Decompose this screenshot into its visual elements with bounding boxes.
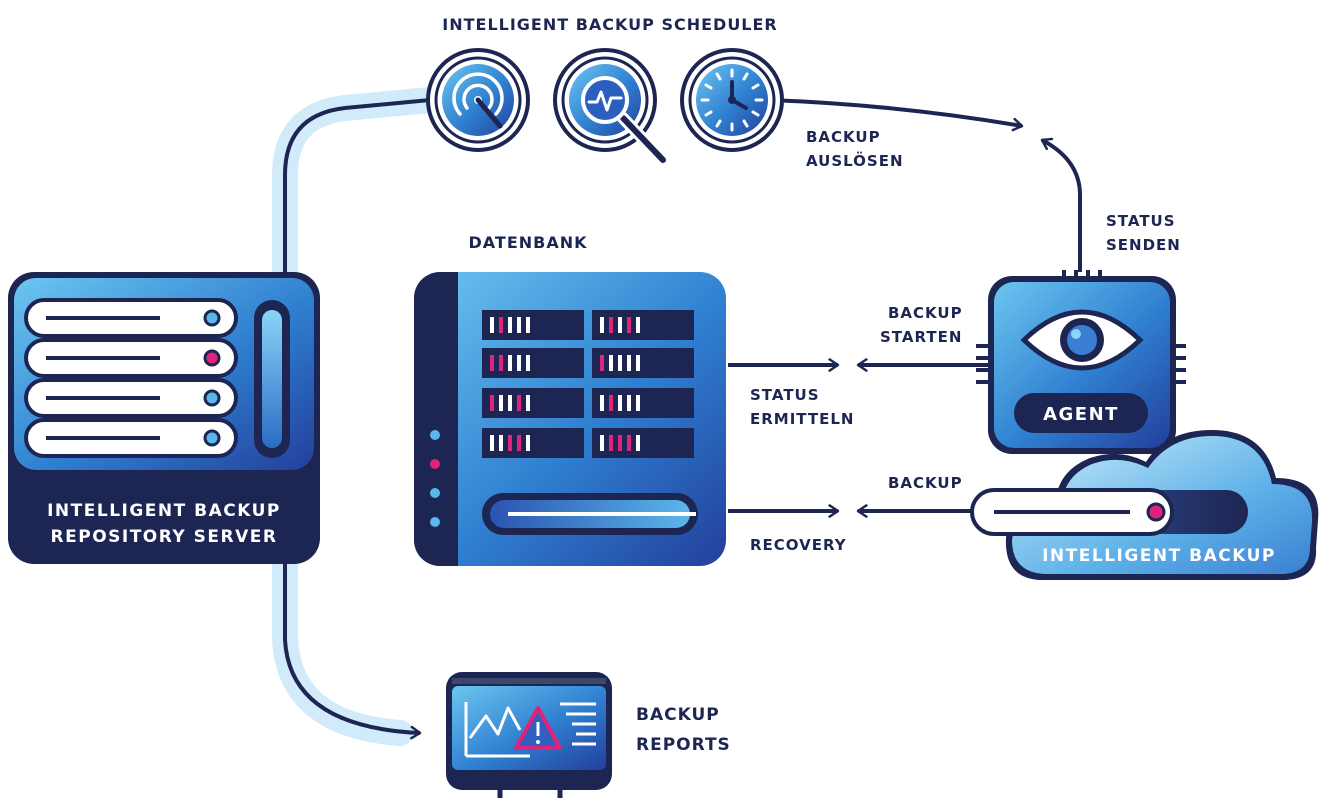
- rack-slot: [482, 388, 584, 418]
- server-label-line2: REPOSITORY SERVER: [51, 527, 278, 547]
- database-server: [414, 272, 726, 566]
- backup-ausloesen-label-2: AUSLÖSEN: [806, 151, 904, 170]
- backup-starten-label-2: STARTEN: [880, 328, 962, 346]
- rack-slot: [592, 428, 694, 458]
- status-senden-label-2: SENDEN: [1106, 236, 1181, 254]
- magnifier-icon: [553, 48, 669, 166]
- rack-slot: [592, 388, 694, 418]
- radar-icon: [426, 48, 530, 152]
- scheduler-trigger-line: [769, 98, 1024, 132]
- backup-reports-monitor: [446, 672, 612, 798]
- clock-icon: [680, 48, 784, 152]
- status-senden-label-1: STATUS: [1106, 212, 1176, 230]
- cloud-backup: INTELLIGENT BACKUP: [970, 430, 1319, 580]
- recovery-label: RECOVERY: [750, 536, 847, 554]
- status-senden-line: [1040, 137, 1082, 272]
- backup-label: BACKUP: [888, 474, 963, 492]
- reports-label-1: BACKUP: [636, 705, 720, 725]
- rack-slot: [482, 348, 584, 378]
- server-drive: [24, 338, 238, 378]
- warning-icon: [514, 706, 562, 750]
- repository-server: INTELLIGENT BACKUP REPOSITORY SERVER: [8, 272, 320, 564]
- eye-icon: [1020, 309, 1144, 371]
- server-connector: [272, 87, 443, 746]
- backup-starten-label-1: BACKUP: [888, 304, 963, 322]
- agent-device: AGENT: [976, 270, 1186, 454]
- scheduler-title: INTELLIGENT BACKUP SCHEDULER: [442, 15, 778, 34]
- rack-slot: [482, 428, 584, 458]
- database-rack-grid: [482, 310, 694, 458]
- rack-slot: [592, 310, 694, 340]
- backup-ausloesen-label-1: BACKUP: [806, 128, 881, 146]
- database-title: DATENBANK: [468, 233, 587, 252]
- server-drive: [24, 378, 238, 418]
- server-label-line1: INTELLIGENT BACKUP: [47, 501, 281, 521]
- cloud-label: INTELLIGENT BACKUP: [1042, 546, 1276, 566]
- status-ermitteln-label-2: ERMITTELN: [750, 410, 854, 428]
- reports-label-2: REPORTS: [636, 735, 731, 755]
- server-drive: [24, 418, 238, 458]
- server-drive: [24, 298, 238, 338]
- rack-slot: [482, 310, 584, 340]
- agent-label: AGENT: [1043, 404, 1119, 425]
- rack-slot: [592, 348, 694, 378]
- status-ermitteln-label-1: STATUS: [750, 386, 820, 404]
